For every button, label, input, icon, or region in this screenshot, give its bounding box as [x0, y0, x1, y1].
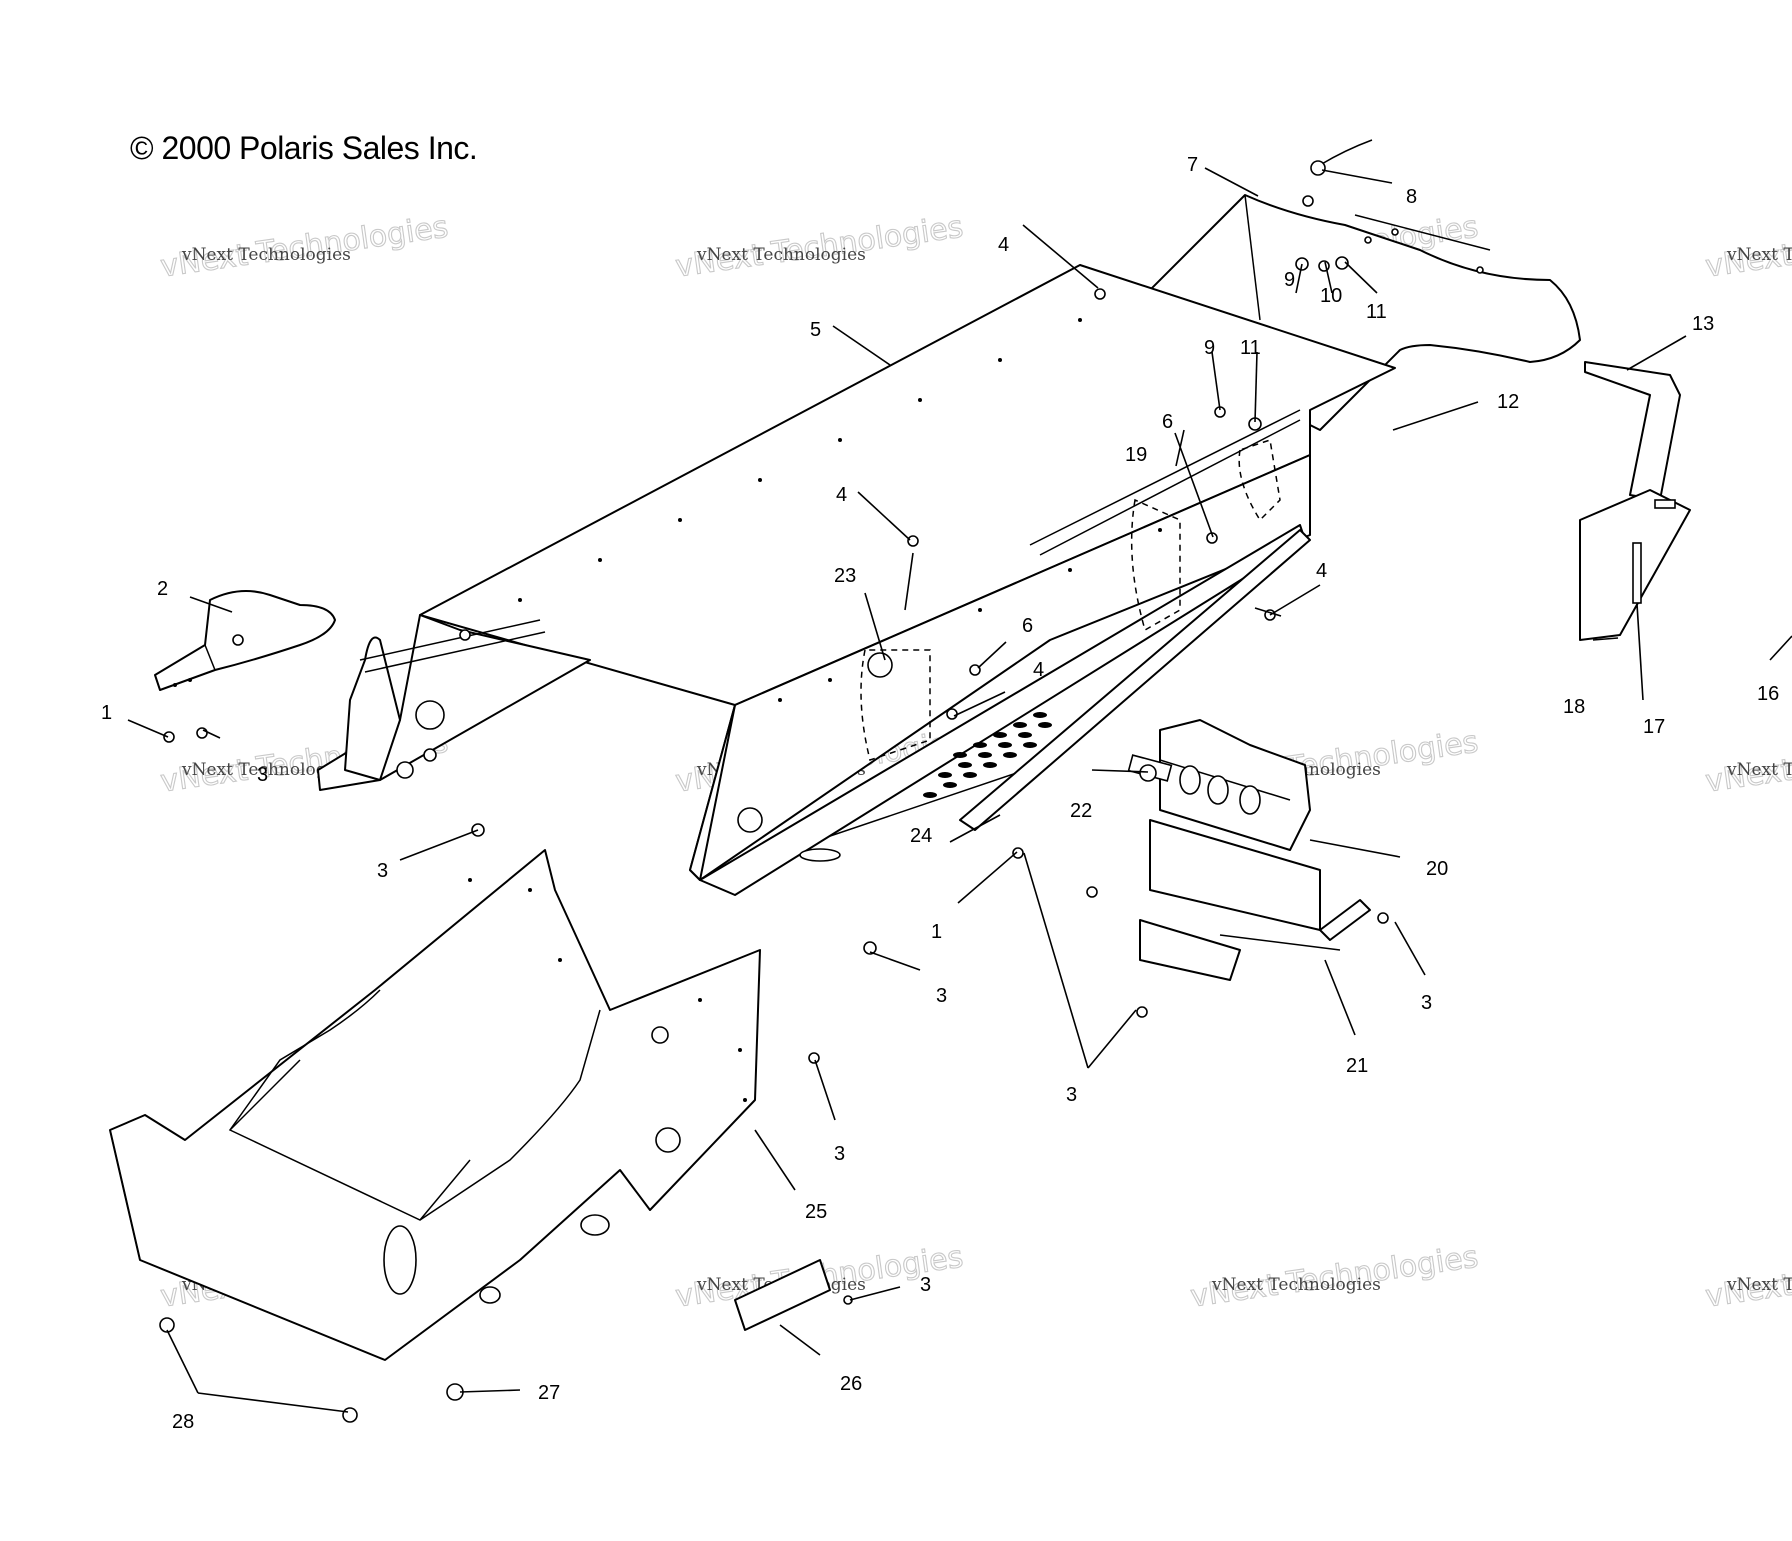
callout-9: 9 — [1284, 269, 1295, 291]
callout-4: 4 — [998, 234, 1009, 256]
callout-10: 10 — [1320, 285, 1342, 307]
callout-8: 8 — [1406, 186, 1417, 208]
callout-25: 25 — [805, 1201, 827, 1223]
callout-21: 21 — [1346, 1055, 1368, 1077]
callout-27: 27 — [538, 1382, 560, 1404]
callout-26: 26 — [840, 1373, 862, 1395]
callout-11: 11 — [1240, 337, 1261, 359]
part-13-bumper-bar — [1584, 361, 1681, 501]
watermark: vNext Technologies vNext Technologies — [1188, 1239, 1481, 1315]
part-small-plate — [734, 1259, 831, 1331]
callout-5: 5 — [810, 319, 821, 341]
copyright-notice: © 2000 Polaris Sales Inc. — [130, 130, 478, 166]
part-front-bulkhead — [109, 849, 761, 1361]
callout-22: 22 — [1070, 800, 1092, 822]
tunnel-vent-slots — [923, 712, 1052, 798]
callout-3: 3 — [1066, 1084, 1077, 1106]
callout-3: 3 — [377, 860, 388, 882]
svg-text:vNext Technologies: vNext Technologies — [1211, 1275, 1381, 1295]
callout-4: 4 — [1316, 560, 1327, 582]
part-rear-bumper-set — [1579, 361, 1691, 641]
watermark: vNext Technologies vNext Technologies — [1703, 1239, 1792, 1315]
callout-1: 1 — [931, 921, 942, 943]
callout-24: 24 — [910, 825, 932, 847]
part-main-tunnel — [317, 264, 1396, 896]
callout-2: 2 — [157, 578, 168, 600]
callout-6: 6 — [1022, 615, 1033, 637]
watermark: vNext Technologies vNext Technologies — [673, 209, 966, 285]
callout-7: 7 — [1187, 154, 1198, 176]
callout-18: 18 — [1563, 696, 1585, 718]
callouts: 7 8 4 5 9 10 11 9 11 13 12 6 19 4 23 4 6… — [101, 154, 1779, 1433]
callout-3: 3 — [257, 764, 268, 786]
callout-3: 3 — [834, 1143, 845, 1165]
callout-20: 20 — [1426, 858, 1448, 880]
svg-text:vNext Technologies: vNext Technologies — [1726, 245, 1792, 265]
svg-text:vNext Technologies: vNext Technologies — [1726, 760, 1792, 780]
callout-16: 16 — [1757, 683, 1779, 705]
callout-6: 6 — [1162, 411, 1173, 433]
callout-1: 1 — [101, 702, 112, 724]
watermark: vNext Technologies vNext Technologies — [1703, 209, 1792, 285]
svg-text:vNext Technologies: vNext Technologies — [696, 245, 866, 265]
callout-23: 23 — [834, 565, 856, 587]
callout-3: 3 — [936, 985, 947, 1007]
part-front-bracket — [154, 590, 336, 691]
leader-lines — [127, 167, 1792, 1413]
callout-3: 3 — [1421, 992, 1432, 1014]
callout-11: 11 — [1366, 301, 1387, 323]
svg-text:vNext Technologies: vNext Technologies — [1726, 1275, 1792, 1295]
callout-12: 12 — [1497, 391, 1519, 413]
callout-4: 4 — [1033, 659, 1044, 681]
part-17-slot — [1632, 542, 1642, 604]
callout-28: 28 — [172, 1411, 194, 1433]
callout-17: 17 — [1643, 716, 1665, 738]
callout-19: 19 — [1125, 444, 1147, 466]
fasteners — [159, 139, 1389, 1423]
callout-3: 3 — [920, 1274, 931, 1296]
callout-4: 4 — [836, 484, 847, 506]
callout-13: 13 — [1692, 313, 1714, 335]
watermark: vNext Technologies vNext Technologies — [158, 209, 451, 285]
svg-text:vNext Technologies: vNext Technologies — [181, 245, 351, 265]
watermark: vNext Technologies vNext Technologies — [1703, 724, 1792, 800]
part-suspension-mount — [1127, 719, 1371, 981]
svg-text:vNext Technologies: vNext Technologies — [181, 760, 351, 780]
callout-9: 9 — [1204, 337, 1215, 359]
